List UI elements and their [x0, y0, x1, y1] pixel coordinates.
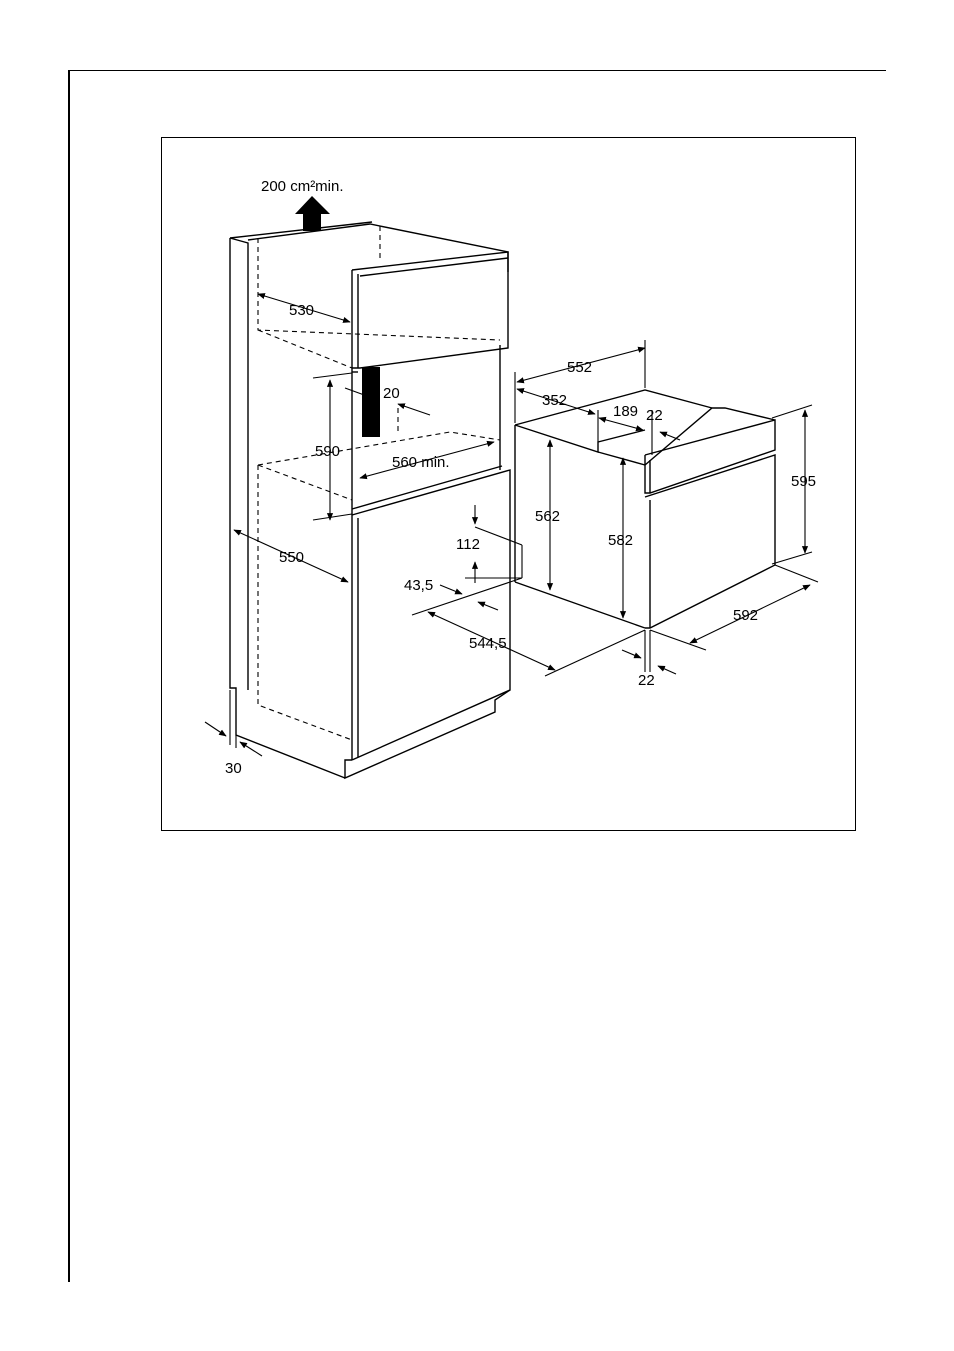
- dim-22-bottom: 22: [638, 672, 655, 689]
- dim-530: 530: [289, 302, 314, 319]
- dim-22-top: 22: [646, 407, 663, 424]
- dim-590: 590: [315, 443, 340, 460]
- cabinet-drawing: [230, 196, 510, 778]
- dim-20: 20: [383, 385, 400, 402]
- dim-595: 595: [791, 473, 816, 490]
- dim-550: 550: [279, 549, 304, 566]
- dim-552: 552: [567, 359, 592, 376]
- dim-544-5: 544,5: [469, 635, 507, 652]
- dim-352: 352: [542, 392, 567, 409]
- dim-592: 592: [733, 607, 758, 624]
- ventilation-label: 200 cm²min.: [261, 178, 344, 195]
- dim-562: 562: [535, 508, 560, 525]
- dim-112: 112: [456, 536, 480, 553]
- dim-582: 582: [608, 532, 633, 549]
- dimension-lines: [205, 294, 818, 756]
- dim-560-min: 560 min.: [392, 454, 450, 471]
- dim-43-5: 43,5: [404, 577, 433, 594]
- dim-30: 30: [225, 760, 242, 777]
- dim-189: 189: [613, 403, 638, 420]
